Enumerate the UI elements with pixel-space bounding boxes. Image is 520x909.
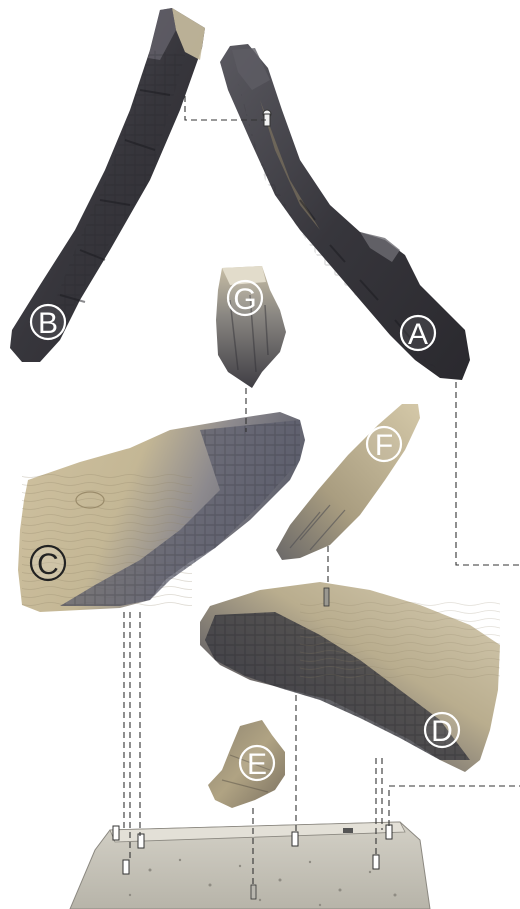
label-c: C: [31, 546, 65, 581]
label-g-text: G: [233, 283, 256, 316]
label-d-text: D: [431, 715, 453, 748]
label-e: E: [240, 746, 274, 781]
label-e-text: E: [247, 748, 267, 781]
label-a-text: A: [408, 318, 428, 351]
label-f-text: F: [375, 429, 393, 462]
log-c: [18, 412, 305, 612]
label-b: B: [31, 305, 65, 340]
label-g: G: [228, 281, 262, 316]
label-f: F: [367, 427, 401, 462]
grate-tray: [70, 822, 430, 909]
label-c-text: C: [37, 548, 59, 581]
label-d: D: [425, 713, 459, 748]
label-a: A: [401, 316, 435, 351]
label-b-text: B: [38, 307, 58, 340]
